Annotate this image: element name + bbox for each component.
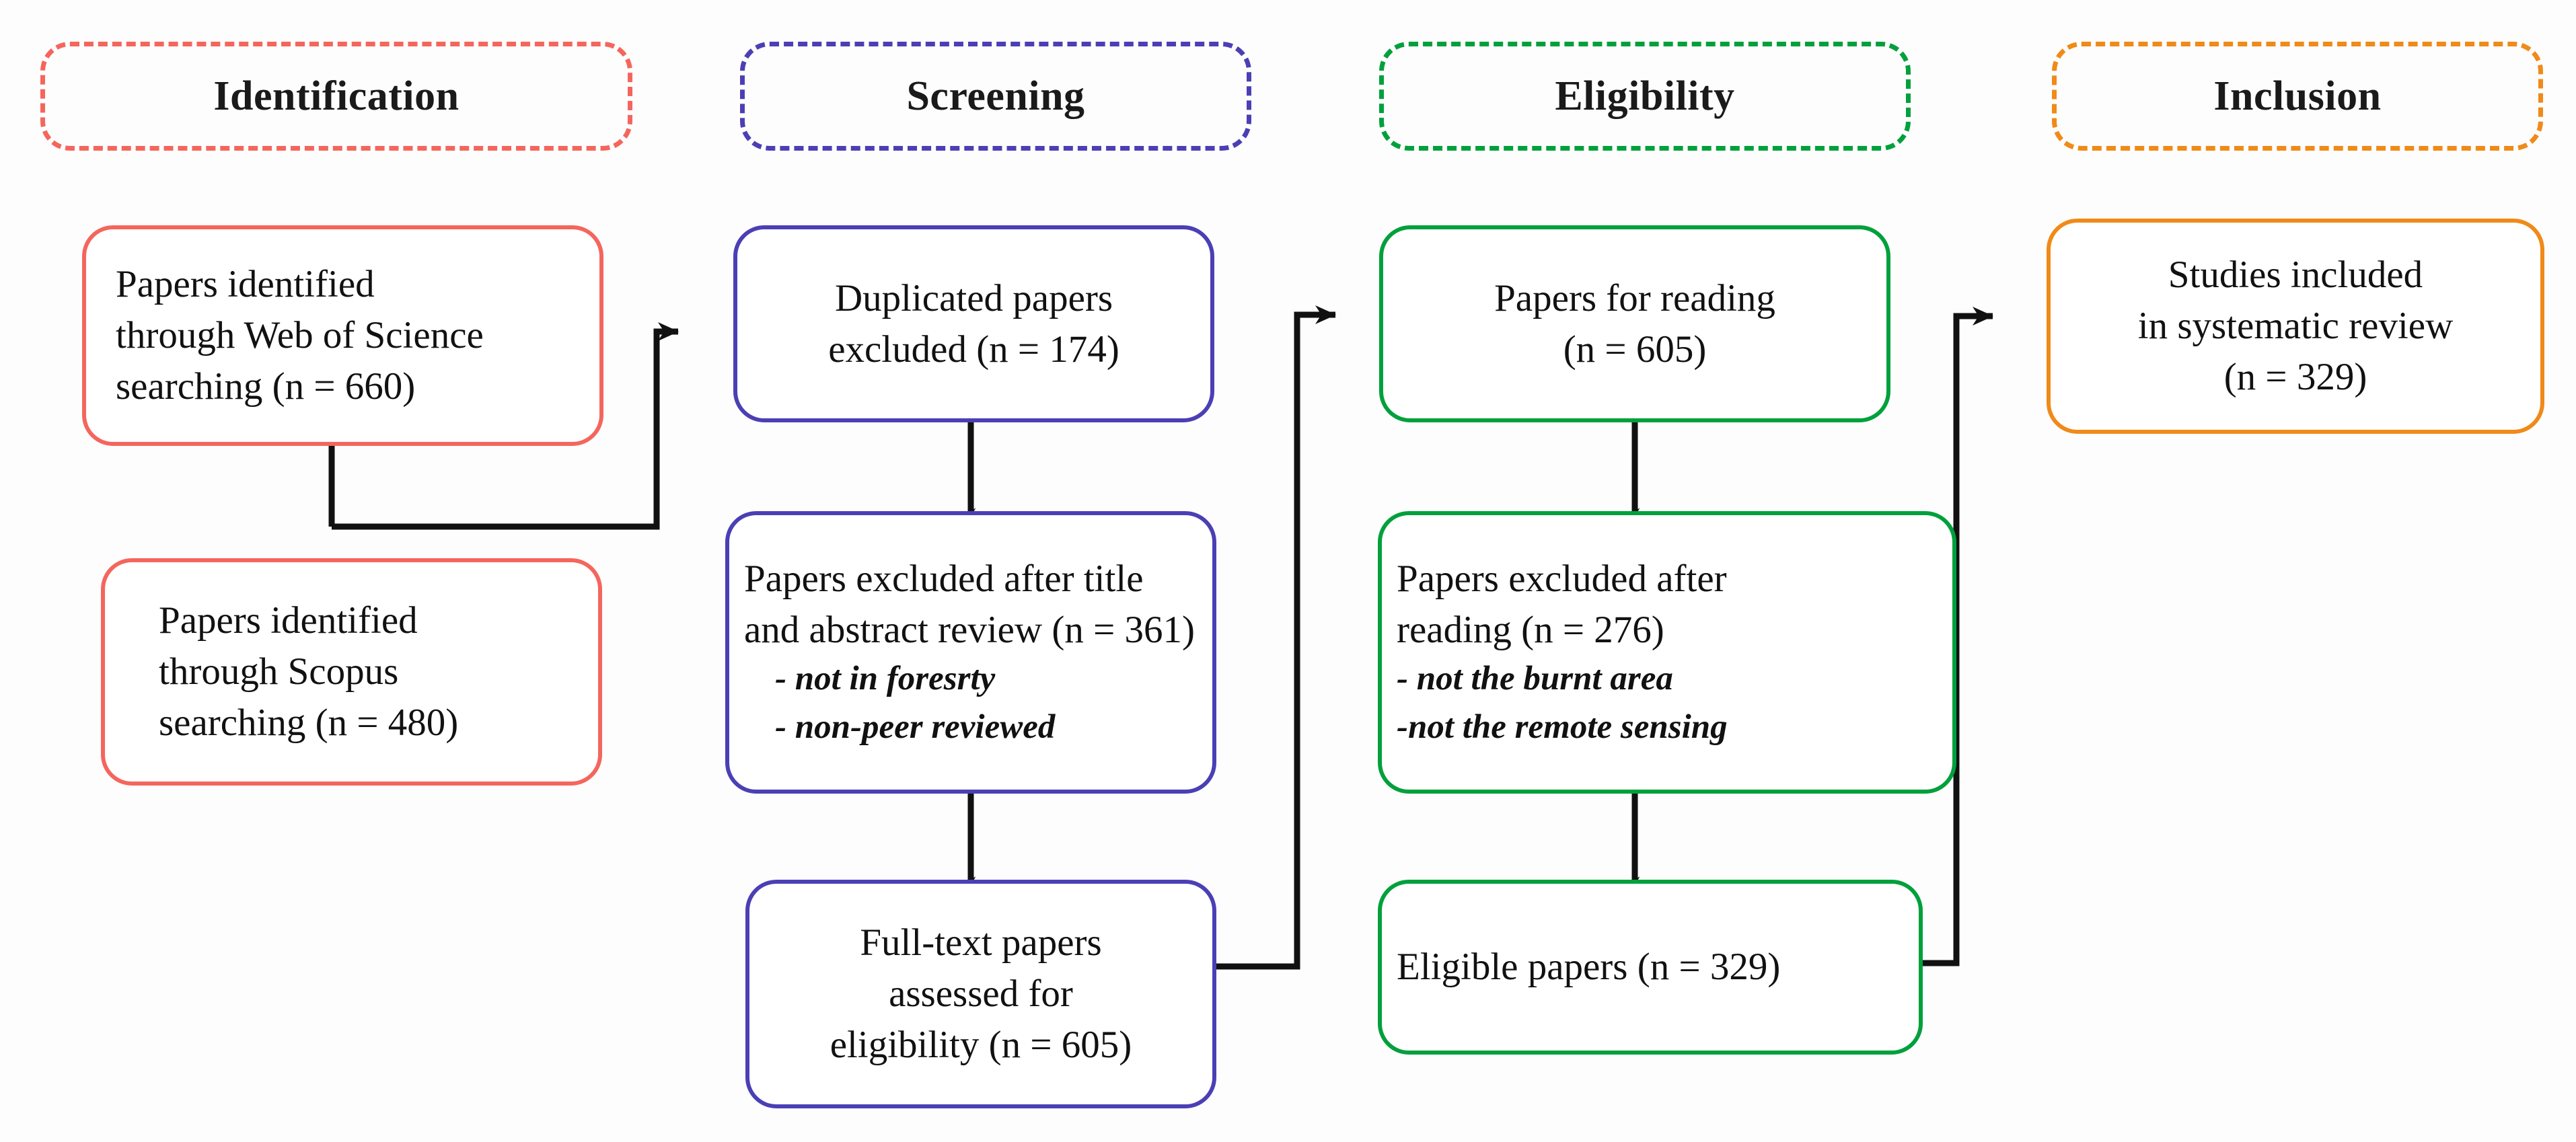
node-eligible-papers: Eligible papers (n = 329) [1378, 880, 1923, 1055]
node-line: Papers identified [116, 263, 375, 306]
node-line: and abstract review (n = 361) [744, 608, 1195, 651]
node-line: through Web of Science [116, 314, 484, 357]
node-line: Papers identified [159, 599, 418, 642]
node-papers-scopus: Papers identified through Scopus searchi… [101, 558, 602, 786]
node-subline: -not the remote sensing [1397, 708, 1728, 746]
node-line: Full-text papers [860, 921, 1102, 964]
node-duplicated-papers-excluded: Duplicated papers excluded (n = 174) [733, 225, 1214, 422]
stage-header-identification: Identification [40, 42, 632, 151]
edge-fulltext-to-reading [1214, 305, 1336, 970]
node-line: assessed for [889, 973, 1073, 1016]
node-papers-for-reading: Papers for reading (n = 605) [1379, 225, 1890, 422]
node-studies-included: Studies included in systematic review (n… [2047, 219, 2544, 434]
node-line: reading (n = 276) [1397, 608, 1664, 651]
node-line: Duplicated papers [834, 276, 1113, 319]
node-line: searching (n = 660) [116, 365, 416, 408]
stage-header-inclusion: Inclusion [2052, 42, 2543, 151]
stage-label-identification: Identification [213, 73, 459, 119]
node-subline: - non-peer reviewed [775, 708, 1056, 746]
stage-header-screening: Screening [740, 42, 1251, 151]
stage-label-inclusion: Inclusion [2213, 73, 2382, 119]
node-line: eligibility (n = 605) [830, 1023, 1132, 1066]
edge-sources-to-duplicates [328, 322, 679, 530]
node-subline: - not in foresrty [775, 660, 996, 698]
node-papers-web-of-science: Papers identified through Web of Science… [82, 225, 603, 446]
node-fulltext-papers-assessed: Full-text papers assessed for eligibilit… [745, 880, 1216, 1108]
node-subline: - not the burnt area [1397, 660, 1673, 698]
stage-label-screening: Screening [906, 73, 1085, 119]
node-line: Eligible papers (n = 329) [1397, 946, 1781, 989]
edge-eligible-to-included [1921, 307, 1993, 966]
node-line: (n = 605) [1563, 328, 1707, 371]
node-line: excluded (n = 174) [828, 328, 1119, 371]
node-papers-excluded-after-reading: Papers excluded after reading (n = 276) … [1378, 511, 1956, 794]
node-line: (n = 329) [2223, 355, 2367, 398]
node-line: searching (n = 480) [159, 701, 459, 744]
node-line: Papers excluded after title [744, 557, 1144, 600]
node-line: in systematic review [2137, 305, 2454, 348]
node-line: Papers excluded after [1397, 557, 1727, 600]
node-line: Papers for reading [1494, 276, 1775, 319]
node-line: through Scopus [159, 650, 399, 693]
node-line: Studies included [2168, 254, 2423, 297]
stage-header-eligibility: Eligibility [1379, 42, 1911, 151]
stage-label-eligibility: Eligibility [1555, 73, 1735, 119]
node-papers-excluded-title-abstract: Papers excluded after title and abstract… [725, 511, 1216, 794]
